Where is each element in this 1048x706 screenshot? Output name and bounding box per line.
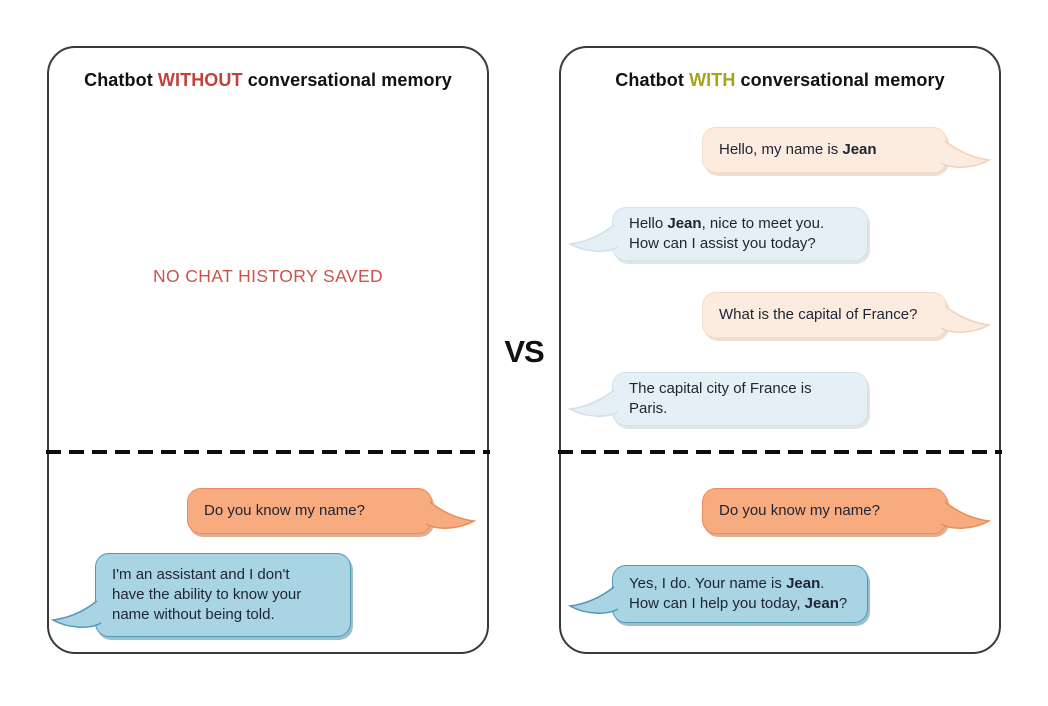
speech-tail-icon — [940, 139, 991, 168]
speech-tail-icon — [568, 585, 619, 614]
message-text: Hello Jean, nice to meet you.How can I a… — [629, 215, 825, 252]
panel-with-title: Chatbot WITH conversational memory — [561, 70, 999, 91]
speech-tail-icon — [940, 304, 991, 333]
user-message-bubble: Do you know my name? — [702, 488, 991, 534]
panel-without-memory: Chatbot WITHOUT conversational memory NO… — [46, 46, 490, 654]
dashed-divider — [558, 450, 1002, 454]
title-prefix: Chatbot — [615, 70, 690, 90]
bot-message-bubble: Hello Jean, nice to meet you.How can I a… — [568, 207, 868, 261]
user-message-bubble: Do you know my name? — [187, 488, 476, 534]
speech-tail-icon — [940, 500, 991, 529]
title-highlight-without: WITHOUT — [157, 70, 243, 90]
no-chat-history-label: NO CHAT HISTORY SAVED — [152, 266, 384, 286]
title-highlight-with: WITH — [689, 70, 736, 90]
bot-message-bubble: Yes, I do. Your name is Jean.How can I h… — [568, 565, 868, 623]
speech-tail-icon — [568, 223, 619, 252]
title-suffix: conversational memory — [242, 70, 452, 90]
speech-tail-icon — [425, 500, 476, 529]
title-prefix: Chatbot — [84, 70, 158, 90]
message-text: Do you know my name? — [719, 502, 880, 520]
speech-tail-icon — [568, 388, 619, 417]
user-message-bubble: What is the capital of France? — [702, 292, 991, 338]
panel-without-title: Chatbot WITHOUT conversational memory — [49, 70, 487, 91]
message-text: Hello, my name is Jean — [719, 141, 877, 159]
title-suffix: conversational memory — [735, 70, 945, 90]
speech-tail-icon — [51, 599, 102, 628]
message-text: Do you know my name? — [204, 502, 365, 520]
dashed-divider — [46, 450, 490, 454]
panel-with-memory: Chatbot WITH conversational memory Hello… — [558, 46, 1002, 654]
user-message-bubble: Hello, my name is Jean — [702, 127, 991, 173]
message-text: Yes, I do. Your name is Jean.How can I h… — [629, 575, 848, 612]
vs-label: VS — [504, 334, 544, 369]
message-text: What is the capital of France? — [719, 306, 918, 324]
